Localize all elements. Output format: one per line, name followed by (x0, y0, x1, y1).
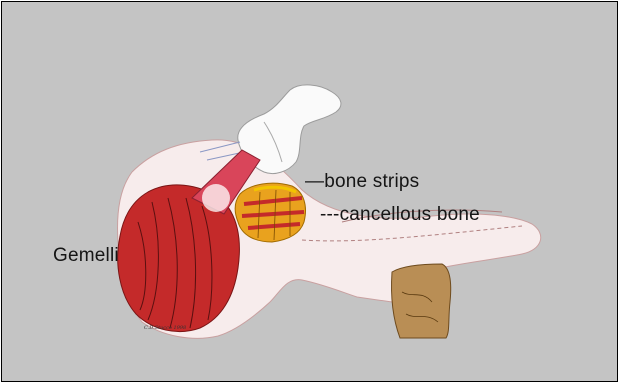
cancellous-bone-label: ---cancellous bone (320, 204, 480, 226)
gemelli-label: Gemelli (53, 245, 119, 267)
tissue-stump (391, 264, 450, 338)
bone-strips-label: —bone strips (305, 171, 419, 193)
tendon-highlight (202, 184, 230, 212)
artist-signature: C.D.Stucco 1998 (144, 325, 186, 331)
